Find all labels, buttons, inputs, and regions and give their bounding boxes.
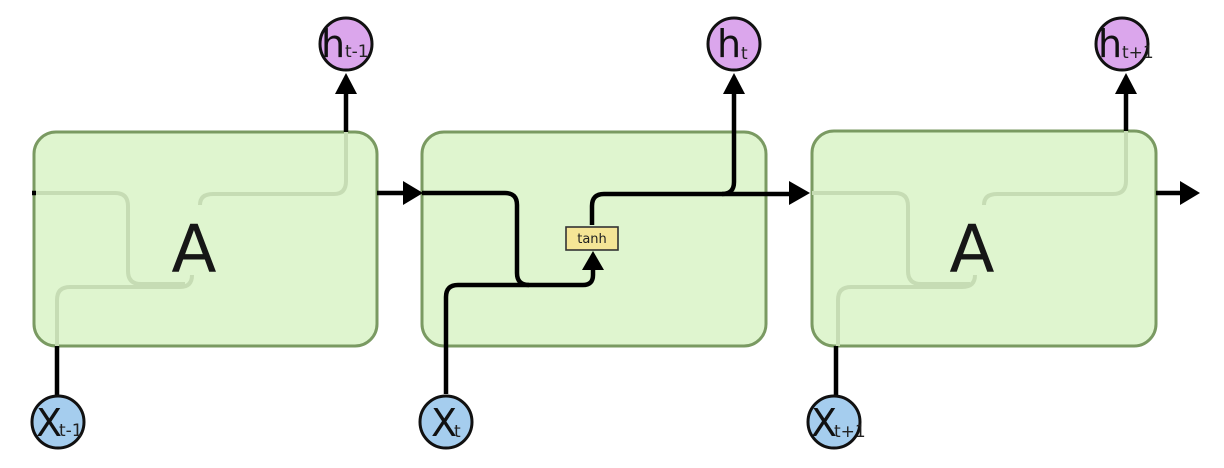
- cell-prev: A: [32, 130, 379, 348]
- output-node-h-next: h t+1: [1094, 16, 1154, 72]
- input-node-x-prev-circle: [30, 394, 86, 450]
- input-node-x-next-main: X: [811, 401, 837, 445]
- tanh-label: tanh: [577, 232, 607, 247]
- input-node-x-t-main: X: [431, 401, 457, 445]
- output-node-h-next-circle: [1094, 16, 1150, 72]
- cell-prev-label: A: [171, 211, 216, 288]
- input-node-x-prev-sub: t-1: [59, 421, 83, 441]
- output-node-h-prev-main: h: [321, 22, 345, 66]
- output-node-h-t-sub: t: [741, 44, 748, 64]
- cell-prev-box: [32, 130, 379, 348]
- wire-output-h-t: [721, 92, 737, 197]
- output-node-h-prev-circle: [318, 16, 374, 72]
- cell-prev-ghost-wire-output: [198, 132, 348, 206]
- output-node-h-prev: h t-1: [318, 16, 374, 72]
- input-node-x-next: X t+1: [806, 394, 866, 450]
- arrowhead-state-1-to-2: [403, 181, 423, 205]
- wire-input-into-tanh: [443, 268, 596, 394]
- output-node-h-t-circle: [706, 16, 762, 72]
- input-node-x-next-circle: [806, 394, 862, 450]
- arrowhead-into-tanh: [582, 251, 604, 270]
- input-node-x-t-sub: t: [454, 422, 461, 442]
- cell-next-ghost-wire-input: [836, 274, 977, 346]
- output-node-h-next-main: h: [1098, 22, 1122, 66]
- output-node-h-t-main: h: [717, 22, 741, 66]
- cell-prev-ghost-wire-input: [55, 274, 194, 346]
- input-node-x-prev: X t-1: [30, 394, 86, 450]
- wire-tanh-output: [589, 191, 790, 225]
- output-node-h-next-sub: t+1: [1122, 43, 1154, 63]
- input-node-x-t: X t: [418, 394, 474, 450]
- cell-next: A: [810, 129, 1158, 348]
- cell-prev-ghost-wire-state: [34, 191, 185, 286]
- cell-next-label: A: [949, 211, 994, 288]
- cell-next-ghost-wire-output: [982, 131, 1128, 206]
- cell-next-ghost-wire-state: [812, 191, 970, 286]
- arrowhead-state-2-to-3: [789, 181, 810, 205]
- output-node-h-prev-sub: t-1: [345, 42, 369, 62]
- arrowhead-h-next: [1115, 73, 1137, 94]
- output-node-h-t: h t: [706, 16, 762, 72]
- tanh-activation: tanh: [565, 226, 619, 251]
- arrowhead-h-prev: [335, 73, 357, 94]
- arrowhead-h-t: [723, 73, 745, 94]
- input-node-x-next-sub: t+1: [834, 422, 866, 442]
- arrowhead-state-out: [1180, 181, 1200, 205]
- input-node-x-t-circle: [418, 394, 474, 450]
- tanh-box: [565, 226, 619, 251]
- cell-next-box: [810, 129, 1158, 348]
- input-node-x-prev-main: X: [36, 401, 62, 445]
